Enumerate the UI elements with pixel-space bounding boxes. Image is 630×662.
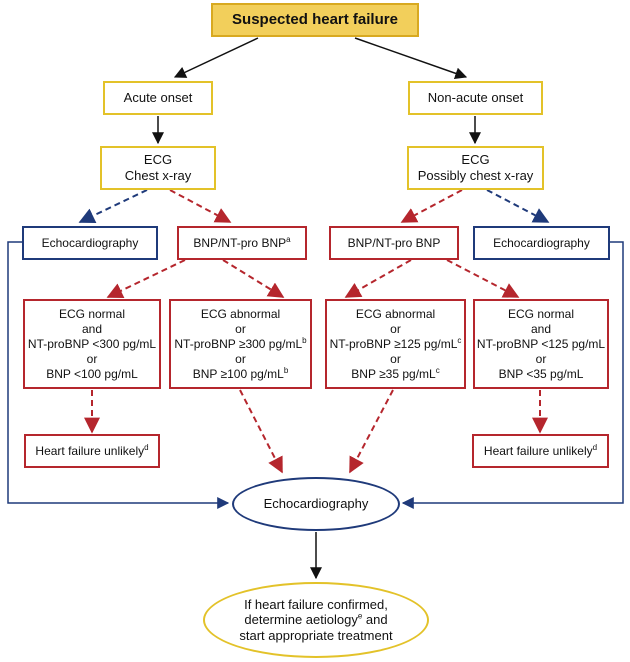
title-text: Suspected heart failure: [232, 10, 398, 28]
acute-normal-box: ECG normal and NT-proBNP <300 pg/mL or B…: [23, 299, 161, 389]
nonacute-bnp-text: BNP/NT-pro BNP: [347, 235, 441, 250]
arrow-acute-tests-to-bnp: [169, 189, 232, 223]
final-line: If heart failure confirmed,: [244, 596, 388, 612]
nonacute-tests-xray: Possibly chest x-ray: [417, 168, 534, 183]
acute-bnp-text: BNP/NT-pro BNPa: [193, 234, 291, 250]
acute-normal-line: NT-proBNP <300 pg/mL: [27, 336, 157, 351]
nonacute-normal-line: NT-proBNP <125 pg/mL: [476, 336, 606, 351]
acute-onset-text: Acute onset: [123, 89, 193, 105]
acute-abnormal-line: or: [235, 351, 246, 366]
acute-unlikely-box: Heart failure unlikelyd: [24, 434, 160, 468]
echo-center-text: Echocardiography: [263, 495, 369, 511]
nonacute-abnormal-line: NT-proBNP ≥125 pg/mLc: [329, 335, 462, 351]
arrow-nonacute-tests-to-bnp: [400, 189, 463, 223]
acute-normal-line: BNP <100 pg/mL: [46, 366, 138, 381]
nonacute-normal-line: BNP <35 pg/mL: [498, 366, 584, 381]
arrow-nonacute-tests-to-echo: [486, 189, 550, 223]
acute-normal-line: or: [86, 351, 98, 366]
acute-tests-ecg: ECG: [143, 151, 173, 167]
nonacute-echo-box: Echocardiography: [473, 226, 610, 260]
nonacute-echo-text: Echocardiography: [493, 235, 590, 250]
nonacute-normal-line: and: [530, 321, 552, 336]
arrow-title-to-acute: [173, 37, 259, 78]
acute-abnormal-line: NT-proBNP ≥300 pg/mLb: [174, 335, 307, 351]
nonacute-onset-box: Non-acute onset: [408, 81, 543, 115]
acute-bnp-box: BNP/NT-pro BNPa: [177, 226, 307, 260]
arrow-acute-tests-to-echo: [78, 189, 148, 224]
nonacute-abnormal-line: ECG abnormal: [355, 306, 436, 321]
nonacute-tests-box: ECG Possibly chest x-ray: [407, 146, 544, 190]
arrow-abnormal-left-to-echo: [239, 389, 283, 474]
arrow-abnormal-right-to-echo: [349, 389, 394, 474]
nonacute-normal-box: ECG normal and NT-proBNP <125 pg/mL or B…: [473, 299, 609, 389]
nonacute-onset-text: Non-acute onset: [427, 89, 524, 105]
final-outcome-ellipse: If heart failure confirmed, determine ae…: [203, 582, 429, 658]
acute-unlikely-text: Heart failure unlikelyd: [35, 442, 149, 458]
nonacute-normal-line: ECG normal: [507, 306, 575, 321]
echo-center-ellipse: Echocardiography: [232, 477, 400, 531]
acute-tests-xray: Chest x-ray: [124, 168, 192, 183]
nonacute-bnp-box: BNP/NT-pro BNP: [329, 226, 459, 260]
nonacute-unlikely-text: Heart failure unlikelyd: [483, 442, 598, 458]
acute-echo-text: Echocardiography: [41, 235, 139, 250]
title-box: Suspected heart failure: [211, 3, 419, 37]
nonacute-normal-line: or: [535, 351, 547, 366]
nonacute-abnormal-box: ECG abnormal or NT-proBNP ≥125 pg/mLc or…: [325, 299, 466, 389]
nonacute-abnormal-line: BNP ≥35 pg/mLc: [351, 365, 440, 381]
arrow-title-to-nonacute: [354, 37, 468, 80]
arrow-bnp-to-abnormal-left: [222, 259, 285, 298]
arrow-bnp-to-abnormal-right: [344, 259, 412, 298]
acute-tests-box: ECG Chest x-ray: [100, 146, 216, 190]
acute-echo-box: Echocardiography: [22, 226, 158, 260]
nonacute-tests-ecg: ECG: [461, 151, 490, 167]
acute-normal-line: ECG normal: [58, 306, 126, 321]
acute-normal-line: and: [81, 321, 103, 336]
arrow-bnp-to-normal-left: [106, 259, 186, 298]
acute-abnormal-line: BNP ≥100 pg/mLb: [192, 365, 289, 381]
arrow-left-echo-to-center: [7, 241, 230, 509]
nonacute-abnormal-line: or: [390, 351, 401, 366]
acute-abnormal-line: or: [235, 321, 246, 336]
acute-abnormal-line: ECG abnormal: [200, 306, 281, 321]
final-line: start appropriate treatment: [239, 627, 393, 643]
arrow-bnp-to-normal-right: [446, 259, 520, 298]
nonacute-abnormal-line: or: [390, 321, 401, 336]
acute-abnormal-box: ECG abnormal or NT-proBNP ≥300 pg/mLb or…: [169, 299, 312, 389]
arrow-right-echo-to-center: [401, 241, 624, 509]
final-line: determine aetiologye and: [244, 611, 388, 628]
nonacute-unlikely-box: Heart failure unlikelyd: [472, 434, 609, 468]
acute-onset-box: Acute onset: [103, 81, 213, 115]
